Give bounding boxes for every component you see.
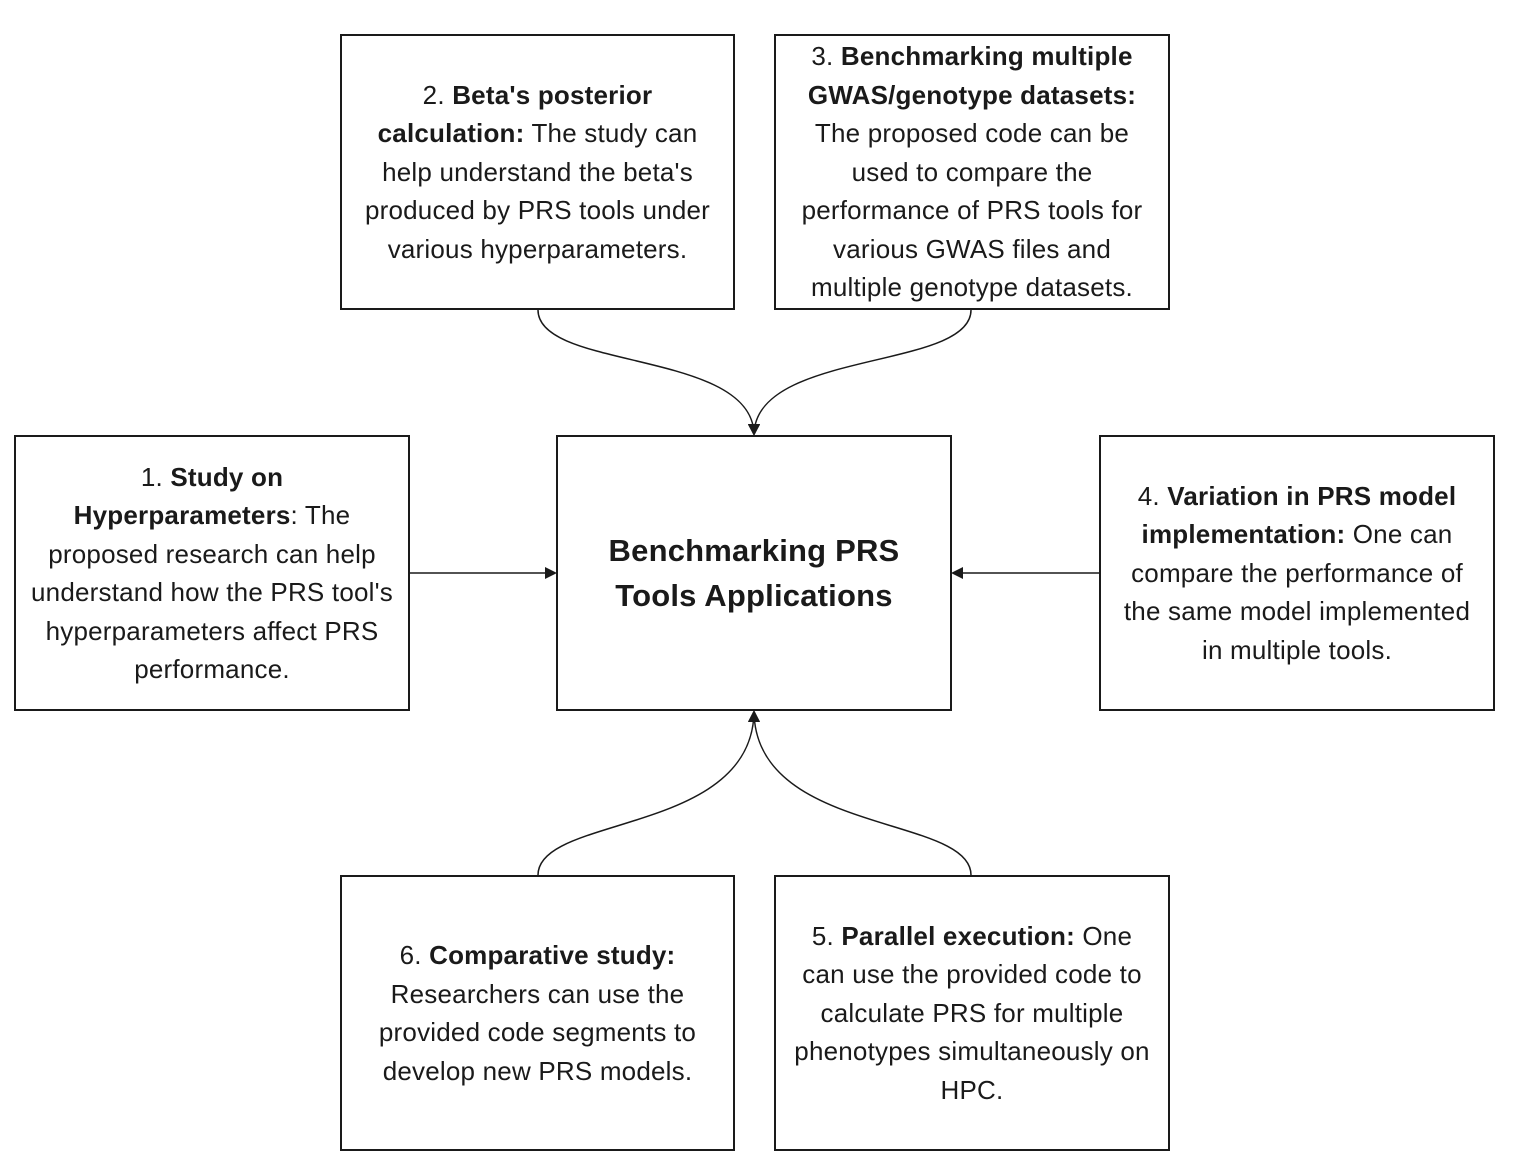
box-variation-in-prs-model: 4. Variation in PRS model implementation… xyxy=(1099,435,1495,711)
box-heading: Comparative study: xyxy=(429,940,676,970)
box-heading: Parallel execution: xyxy=(841,920,1075,951)
box-number: 5. xyxy=(811,920,834,951)
connector-b2-to-center xyxy=(537,309,760,436)
box-heading: Study on Hyperparameters xyxy=(73,461,291,531)
box-text: 6. Comparative study: Researchers can us… xyxy=(356,936,719,1090)
center-title: Benchmarking PRS Tools Applications xyxy=(609,528,900,618)
box-text: 2. Beta's posterior calculation: The stu… xyxy=(356,76,719,269)
box-text: 5. Parallel execution: One can use the p… xyxy=(790,917,1154,1110)
box-number: 3. xyxy=(811,41,834,72)
center-box-benchmarking-prs-tools: Benchmarking PRS Tools Applications xyxy=(556,435,952,711)
box-parallel-execution: 5. Parallel execution: One can use the p… xyxy=(774,875,1170,1151)
box-number: 2. xyxy=(422,79,445,110)
box-heading: Variation in PRS model implementation: xyxy=(1141,480,1457,550)
center-title-line1: Benchmarking PRS xyxy=(608,533,900,568)
box-comparative-study: 6. Comparative study: Researchers can us… xyxy=(340,875,735,1151)
box-number: 4. xyxy=(1137,480,1160,511)
box-heading: Benchmarking multiple GWAS/genotype data… xyxy=(807,41,1137,110)
box-description: : The proposed research can help underst… xyxy=(31,500,393,684)
box-text: 1. Study on Hyperparameters: The propose… xyxy=(30,458,394,689)
box-heading: Beta's posterior calculation: xyxy=(377,79,653,149)
box-description: One can compare the performance of the s… xyxy=(1123,519,1471,665)
box-text: 3. Benchmarking multiple GWAS/genotype d… xyxy=(790,37,1154,307)
box-betas-posterior-calculation: 2. Beta's posterior calculation: The stu… xyxy=(340,34,735,310)
box-number: 6. xyxy=(399,940,422,970)
box-description: One can use the provided code to calcula… xyxy=(794,920,1150,1105)
box-description: The proposed code can be used to compare… xyxy=(801,118,1143,303)
connector-b6-to-center xyxy=(537,710,760,876)
box-text: 4. Variation in PRS model implementation… xyxy=(1115,477,1479,670)
connector-b3-to-center xyxy=(748,309,972,436)
box-description: Researchers can use the provided code se… xyxy=(378,978,697,1086)
box-description: The study can help understand the beta's… xyxy=(364,118,711,264)
box-study-on-hyperparameters: 1. Study on Hyperparameters: The propose… xyxy=(14,435,410,711)
connector-b5-to-center xyxy=(748,710,972,876)
center-title-line2: Tools Applications xyxy=(615,578,893,613)
box-number: 1. xyxy=(140,461,163,492)
box-benchmarking-multiple-datasets: 3. Benchmarking multiple GWAS/genotype d… xyxy=(774,34,1170,310)
